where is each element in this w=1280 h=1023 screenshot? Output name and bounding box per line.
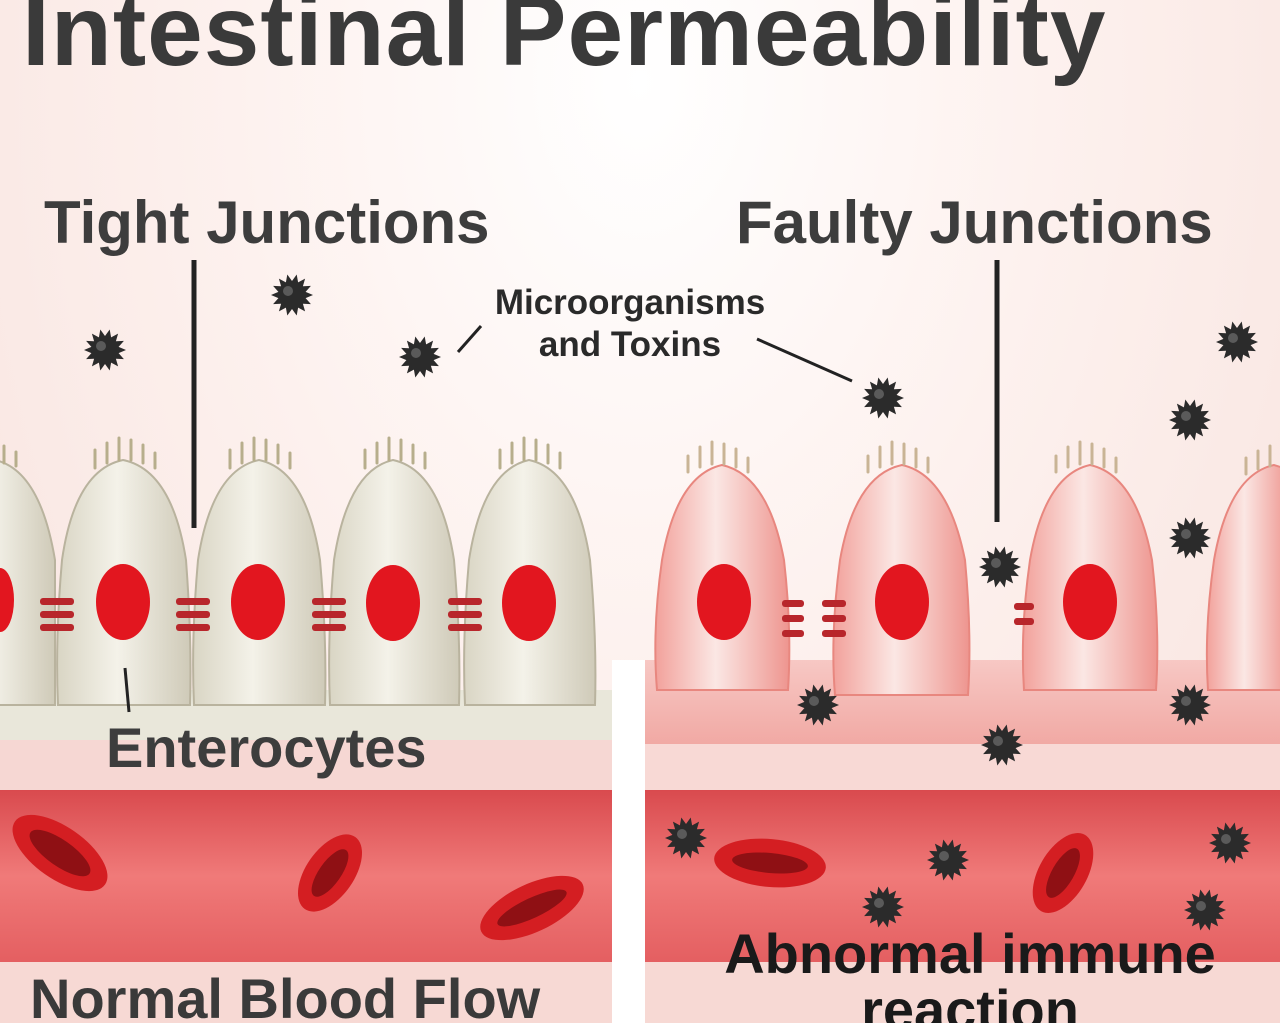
microorganism-highlight: [96, 341, 106, 351]
abnormal-immune-reaction-label: Abnormal immune reaction: [724, 922, 1216, 1023]
microorganism: [1209, 822, 1251, 864]
normal-blood-flow-label: Normal Blood Flow: [30, 967, 541, 1023]
tight-junctions: [40, 598, 482, 631]
microorganism: [665, 817, 707, 859]
microorganism-highlight: [283, 286, 293, 296]
microorganism: [797, 684, 839, 726]
microorganisms: [84, 274, 1258, 931]
inflamed-enterocyte-cell: [1205, 463, 1280, 691]
microorganism: [981, 724, 1023, 766]
microorganism: [399, 336, 441, 378]
microorganism-highlight: [411, 348, 421, 358]
red-blood-cells: [12, 814, 1094, 941]
right-lamina-layer: [645, 744, 1280, 790]
right-microvilli: [686, 440, 1272, 476]
left-enterocyte-row: [0, 436, 597, 706]
pointer-lines: [123, 260, 1000, 713]
right-enterocyte-row: [654, 440, 1280, 696]
microorganism-highlight: [677, 829, 687, 839]
microorganisms-label: Microorganisms and Toxins: [494, 283, 766, 364]
microorganism-pointer-right: [756, 337, 853, 383]
microorganism: [84, 329, 126, 371]
microorganism-highlight: [874, 898, 884, 908]
enterocyte-cell: [463, 458, 597, 706]
microorganism: [271, 274, 313, 316]
microorganism-highlight: [1228, 333, 1238, 343]
microorganism: [1216, 321, 1258, 363]
inflamed-enterocyte-cell: [654, 463, 791, 691]
left-lamina-layer: [0, 740, 612, 790]
microorganism: [1169, 399, 1211, 441]
microorganism-highlight: [1181, 529, 1191, 539]
microorganism: [979, 546, 1021, 588]
right-panel-layers: [645, 660, 1280, 1023]
red-blood-cell: [480, 875, 584, 941]
inflamed-enterocyte-cell: [832, 463, 971, 696]
enterocyte-cell: [328, 458, 461, 706]
microorganism: [1184, 889, 1226, 931]
microorganism-highlight: [809, 696, 819, 706]
enterocytes-label: Enterocytes: [106, 716, 427, 779]
right-bottom-layer: [645, 962, 1280, 1023]
microorganism-highlight: [1181, 411, 1191, 421]
microorganism: [1169, 517, 1211, 559]
microorganism-highlight: [939, 851, 949, 861]
inflamed-enterocyte-cell: [1021, 463, 1159, 691]
microorganism-highlight: [1221, 834, 1231, 844]
faulty-junctions-heading: Faulty Junctions: [736, 189, 1213, 256]
enterocyte-cell: [192, 458, 327, 706]
enterocyte-pointer: [123, 667, 131, 713]
microorganism: [862, 377, 904, 419]
microorganism-highlight: [1196, 901, 1206, 911]
red-blood-cell: [298, 834, 362, 912]
diagram-title: Intestinal Permeability: [22, 0, 1107, 87]
red-blood-cell: [714, 838, 826, 888]
enterocyte-cell: [0, 460, 56, 706]
tight-junctions-heading: Tight Junctions: [44, 189, 490, 256]
microorganism-highlight: [874, 389, 884, 399]
enterocyte-cell: [56, 458, 192, 706]
microorganism-highlight: [1181, 696, 1191, 706]
red-blood-cell: [12, 814, 108, 892]
microorganism: [1169, 684, 1211, 726]
microorganism: [862, 886, 904, 928]
panel-divider: [612, 660, 645, 1023]
left-bottom-layer: [0, 962, 612, 1023]
red-blood-cell: [1032, 833, 1094, 913]
left-microvilli: [2, 436, 562, 470]
faulty-junctions: [782, 600, 1034, 637]
microorganism-highlight: [991, 558, 1001, 568]
microorganism: [927, 839, 969, 881]
microorganism-highlight: [993, 736, 1003, 746]
microorganism-pointer-left: [456, 325, 483, 353]
